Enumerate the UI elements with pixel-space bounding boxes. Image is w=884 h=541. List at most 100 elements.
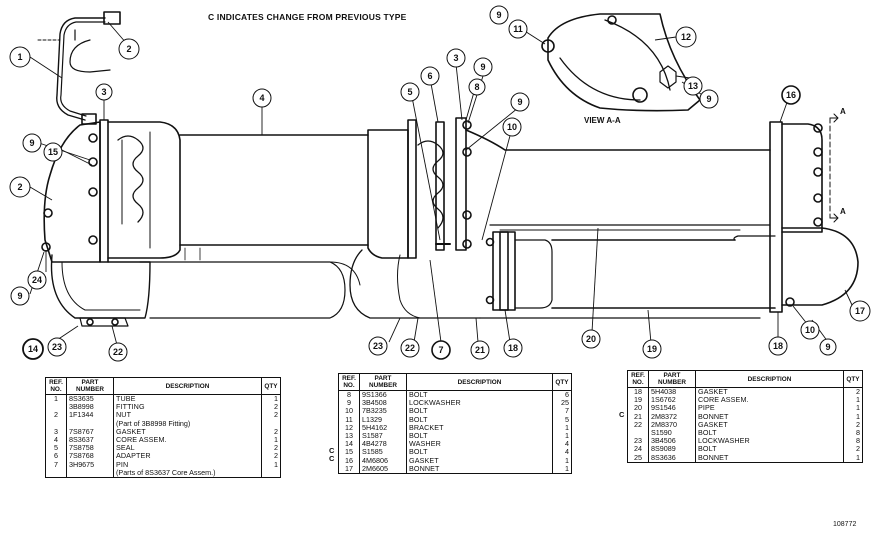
- callout-label: 2: [126, 44, 131, 54]
- callout-circle: [368, 336, 388, 356]
- callout-circle: [43, 142, 63, 162]
- page-header: C INDICATES CHANGE FROM PREVIOUS TYPE: [208, 12, 407, 22]
- callout-circle: [252, 88, 272, 108]
- cell-qty: 1: [552, 431, 572, 441]
- callout-label: 17: [855, 306, 865, 316]
- cell-ref: [45, 468, 67, 479]
- callout-label: 3: [101, 87, 106, 97]
- callout-label: 10: [805, 325, 815, 335]
- cell-qty: 7: [552, 407, 572, 416]
- cell-desc: GASKET: [695, 387, 844, 397]
- cell-desc: ADAPTER: [113, 452, 262, 461]
- table-row: (Part of 3B8998 Fitting): [45, 419, 281, 428]
- cell-qty: 2: [261, 402, 281, 412]
- cell-desc: BOLT: [406, 448, 553, 457]
- col-qty: QTY: [552, 373, 572, 391]
- lower-left-bonnet: [50, 254, 151, 319]
- cell-desc: BRACKET: [406, 423, 553, 433]
- callout-label: 20: [586, 334, 596, 344]
- cell-ref: 21: [627, 412, 649, 421]
- change-marker: C: [329, 454, 335, 464]
- cell-ref: 9: [338, 398, 360, 408]
- fitting-bracket: [69, 29, 111, 73]
- cell-desc: LOCKWASHER: [406, 398, 553, 408]
- lower-duct-curve: [329, 261, 361, 286]
- callout-circle: [510, 92, 530, 112]
- col-part: PART NUMBER: [648, 370, 696, 388]
- callout-circle: [470, 340, 490, 360]
- bolt-head: [462, 120, 472, 130]
- callout-label: 12: [681, 32, 691, 42]
- cell-pn: 4B4278: [359, 440, 407, 449]
- bolt-head: [541, 39, 555, 53]
- cell-ref: 24: [627, 445, 649, 454]
- callout-label: 13: [688, 81, 698, 91]
- callout-label: 19: [647, 344, 657, 354]
- cell-pn: S1590: [648, 428, 696, 438]
- callout-label: 18: [508, 343, 518, 353]
- view-aa-arc: [559, 19, 671, 101]
- cell-ref: 16: [338, 456, 360, 465]
- cell-ref: 2: [45, 411, 67, 420]
- cell-pn: S1585: [359, 448, 407, 457]
- callout-circle: [400, 338, 420, 358]
- cell-desc: BOLT: [406, 390, 553, 400]
- callout-circle: [642, 339, 662, 359]
- callout-circle: [431, 340, 451, 360]
- col-desc: DESCRIPTION: [113, 377, 262, 395]
- cell-qty: 1: [843, 453, 863, 463]
- col-qty: QTY: [843, 370, 863, 388]
- callout-circle: [503, 338, 523, 358]
- cell-pn: 8S9089: [648, 445, 696, 454]
- cell-qty: 2: [261, 444, 281, 453]
- callout-label: 23: [373, 341, 383, 351]
- callout-circle: [473, 57, 493, 77]
- cell-ref: 12: [338, 423, 360, 433]
- change-marker: C: [329, 446, 335, 456]
- cell-pn: 8S3635: [66, 394, 114, 404]
- callout-circle: [800, 320, 820, 340]
- cell-desc: BONNET: [406, 464, 553, 475]
- cell-desc: BOLT: [695, 445, 844, 454]
- core-fins-center: [417, 140, 444, 229]
- hex-nut: [659, 65, 677, 89]
- callout-label: 9: [480, 62, 485, 72]
- cell-pn: 2M8370: [648, 420, 696, 430]
- bolt-head: [88, 235, 98, 245]
- cell-ref: 7: [45, 460, 67, 469]
- callout-circle: [9, 46, 31, 68]
- cell-qty: 1: [552, 423, 572, 433]
- lower-center-duct-inner: [397, 254, 421, 319]
- callout-circle: [108, 342, 128, 362]
- cell-qty: [261, 419, 281, 428]
- col-ref: REF. NO.: [45, 377, 67, 395]
- cell-desc: BONNET: [695, 453, 844, 463]
- callout-label: 9: [517, 97, 522, 107]
- cell-pn: 1F1344: [66, 411, 114, 420]
- main-core-hatch: [184, 247, 201, 261]
- cell-ref: 13: [338, 431, 360, 441]
- cell-qty: 2: [261, 452, 281, 461]
- col-ref: REF. NO.: [338, 373, 360, 391]
- bolt-head: [485, 237, 495, 247]
- cell-ref: 4: [45, 435, 67, 445]
- callout-label: 3: [453, 53, 458, 63]
- callout-circle: [27, 270, 47, 290]
- cell-pn: 7S8768: [66, 452, 114, 461]
- cell-ref: 3: [45, 427, 67, 437]
- cell-qty: 2: [843, 420, 863, 430]
- cell-desc: BONNET: [695, 412, 844, 421]
- cell-ref: 22: [627, 420, 649, 430]
- cell-pn: 3B4508: [359, 398, 407, 408]
- callout-label: 5: [407, 87, 412, 97]
- cell-desc: GASKET: [406, 456, 553, 465]
- right-bonnet: [781, 227, 859, 306]
- cell-ref: 23: [627, 437, 649, 446]
